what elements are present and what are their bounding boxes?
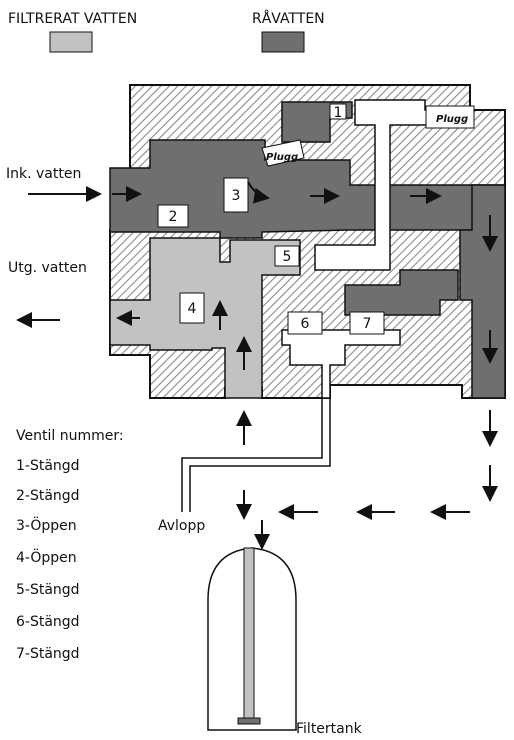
- valve-status-list: Ventil nummer: 1-Stängd 2-Stängd 3-Öppen…: [16, 428, 124, 662]
- valve-status-2: 2-Stängd: [16, 488, 80, 504]
- valve-status-4: 4-Öppen: [16, 548, 77, 566]
- raw-water-channels: [109, 101, 506, 399]
- filtered-water-channels: [109, 237, 301, 399]
- legend-raw-swatch: [261, 31, 305, 53]
- valve-6: 6: [287, 311, 323, 335]
- inlet-label: Ink. vatten: [6, 166, 81, 182]
- valve-5: 5: [274, 245, 300, 267]
- svg-text:6: 6: [301, 316, 310, 332]
- valve-status-1: 1-Stängd: [16, 458, 80, 474]
- legend-filtered-label: FILTRERAT VATTEN: [8, 11, 137, 27]
- valve-markers: 1 2 3 4 5 6 7: [157, 103, 385, 335]
- legend: FILTRERAT VATTEN RÅVATTEN: [8, 10, 325, 53]
- svg-text:1: 1: [334, 105, 343, 121]
- valve-status-3: 3-Öppen: [16, 516, 77, 534]
- filter-tank-label: Filtertank: [296, 721, 363, 736]
- outlet-label: Utg. vatten: [8, 260, 87, 276]
- filter-tank: [207, 547, 297, 731]
- flow-arrows: [16, 181, 498, 550]
- svg-text:7: 7: [363, 316, 372, 332]
- plug-label-upper: Plugg: [436, 114, 468, 125]
- valve-status-6: 6-Stängd: [16, 614, 80, 630]
- plug-label-lower: Plugg: [266, 152, 298, 163]
- valve-list-heading: Ventil nummer:: [16, 428, 124, 444]
- valve-7: 7: [349, 311, 385, 335]
- valve-3: 3: [223, 177, 249, 213]
- valve-status-5: 5-Stängd: [16, 582, 80, 598]
- legend-filtered-swatch: [49, 31, 93, 53]
- svg-text:3: 3: [232, 188, 241, 204]
- svg-text:5: 5: [283, 249, 292, 265]
- valve-4: 4: [179, 292, 205, 324]
- valve-2: 2: [157, 204, 189, 228]
- svg-text:2: 2: [169, 209, 178, 225]
- plug-parts: Plugg Plugg: [261, 105, 475, 167]
- drain-label: Avlopp: [158, 518, 205, 534]
- valve-status-7: 7-Stängd: [16, 646, 80, 662]
- legend-raw-label: RÅVATTEN: [252, 10, 325, 27]
- drain-pipe: [181, 398, 331, 512]
- valve-1: 1: [329, 103, 347, 121]
- svg-text:4: 4: [188, 301, 197, 317]
